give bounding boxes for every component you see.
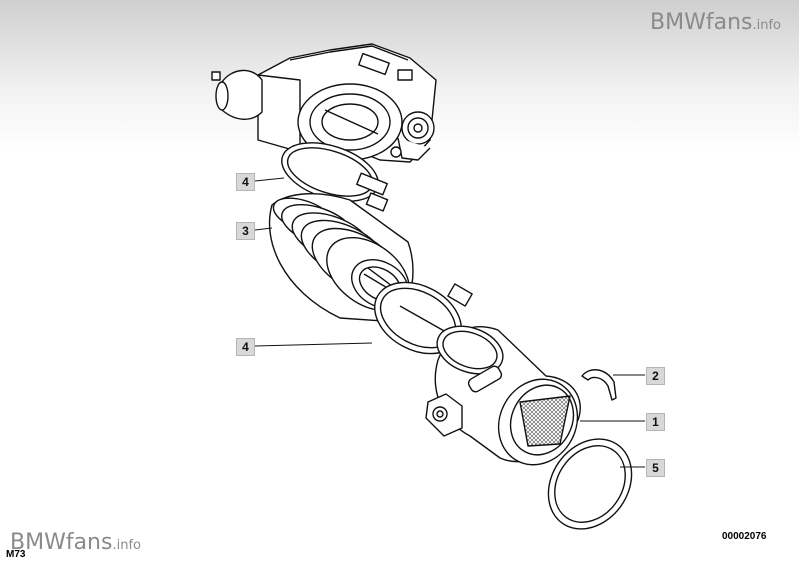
leader-line [254, 227, 273, 231]
watermark-top: BMWfans.info [650, 10, 781, 35]
model-code: M73 [6, 549, 26, 560]
leader-line [254, 342, 373, 347]
diagram-code: 00002076 [722, 531, 767, 542]
callout-4-upper: 4 [236, 173, 255, 191]
rubber-boot [268, 192, 414, 323]
seal-ring [547, 438, 633, 530]
throttle-body [211, 43, 437, 163]
callout-4-lower: 4 [236, 338, 255, 356]
callout-2: 2 [646, 367, 665, 385]
leader-line [254, 177, 285, 182]
callout-3: 3 [236, 222, 255, 240]
retaining-clip [581, 369, 617, 401]
callout-1: 1 [646, 413, 665, 431]
hose-clamp-upper [281, 142, 389, 212]
air-mass-meter [425, 325, 581, 466]
callout-5: 5 [646, 459, 665, 477]
watermark-bottom: BMWfans.info [10, 530, 141, 555]
